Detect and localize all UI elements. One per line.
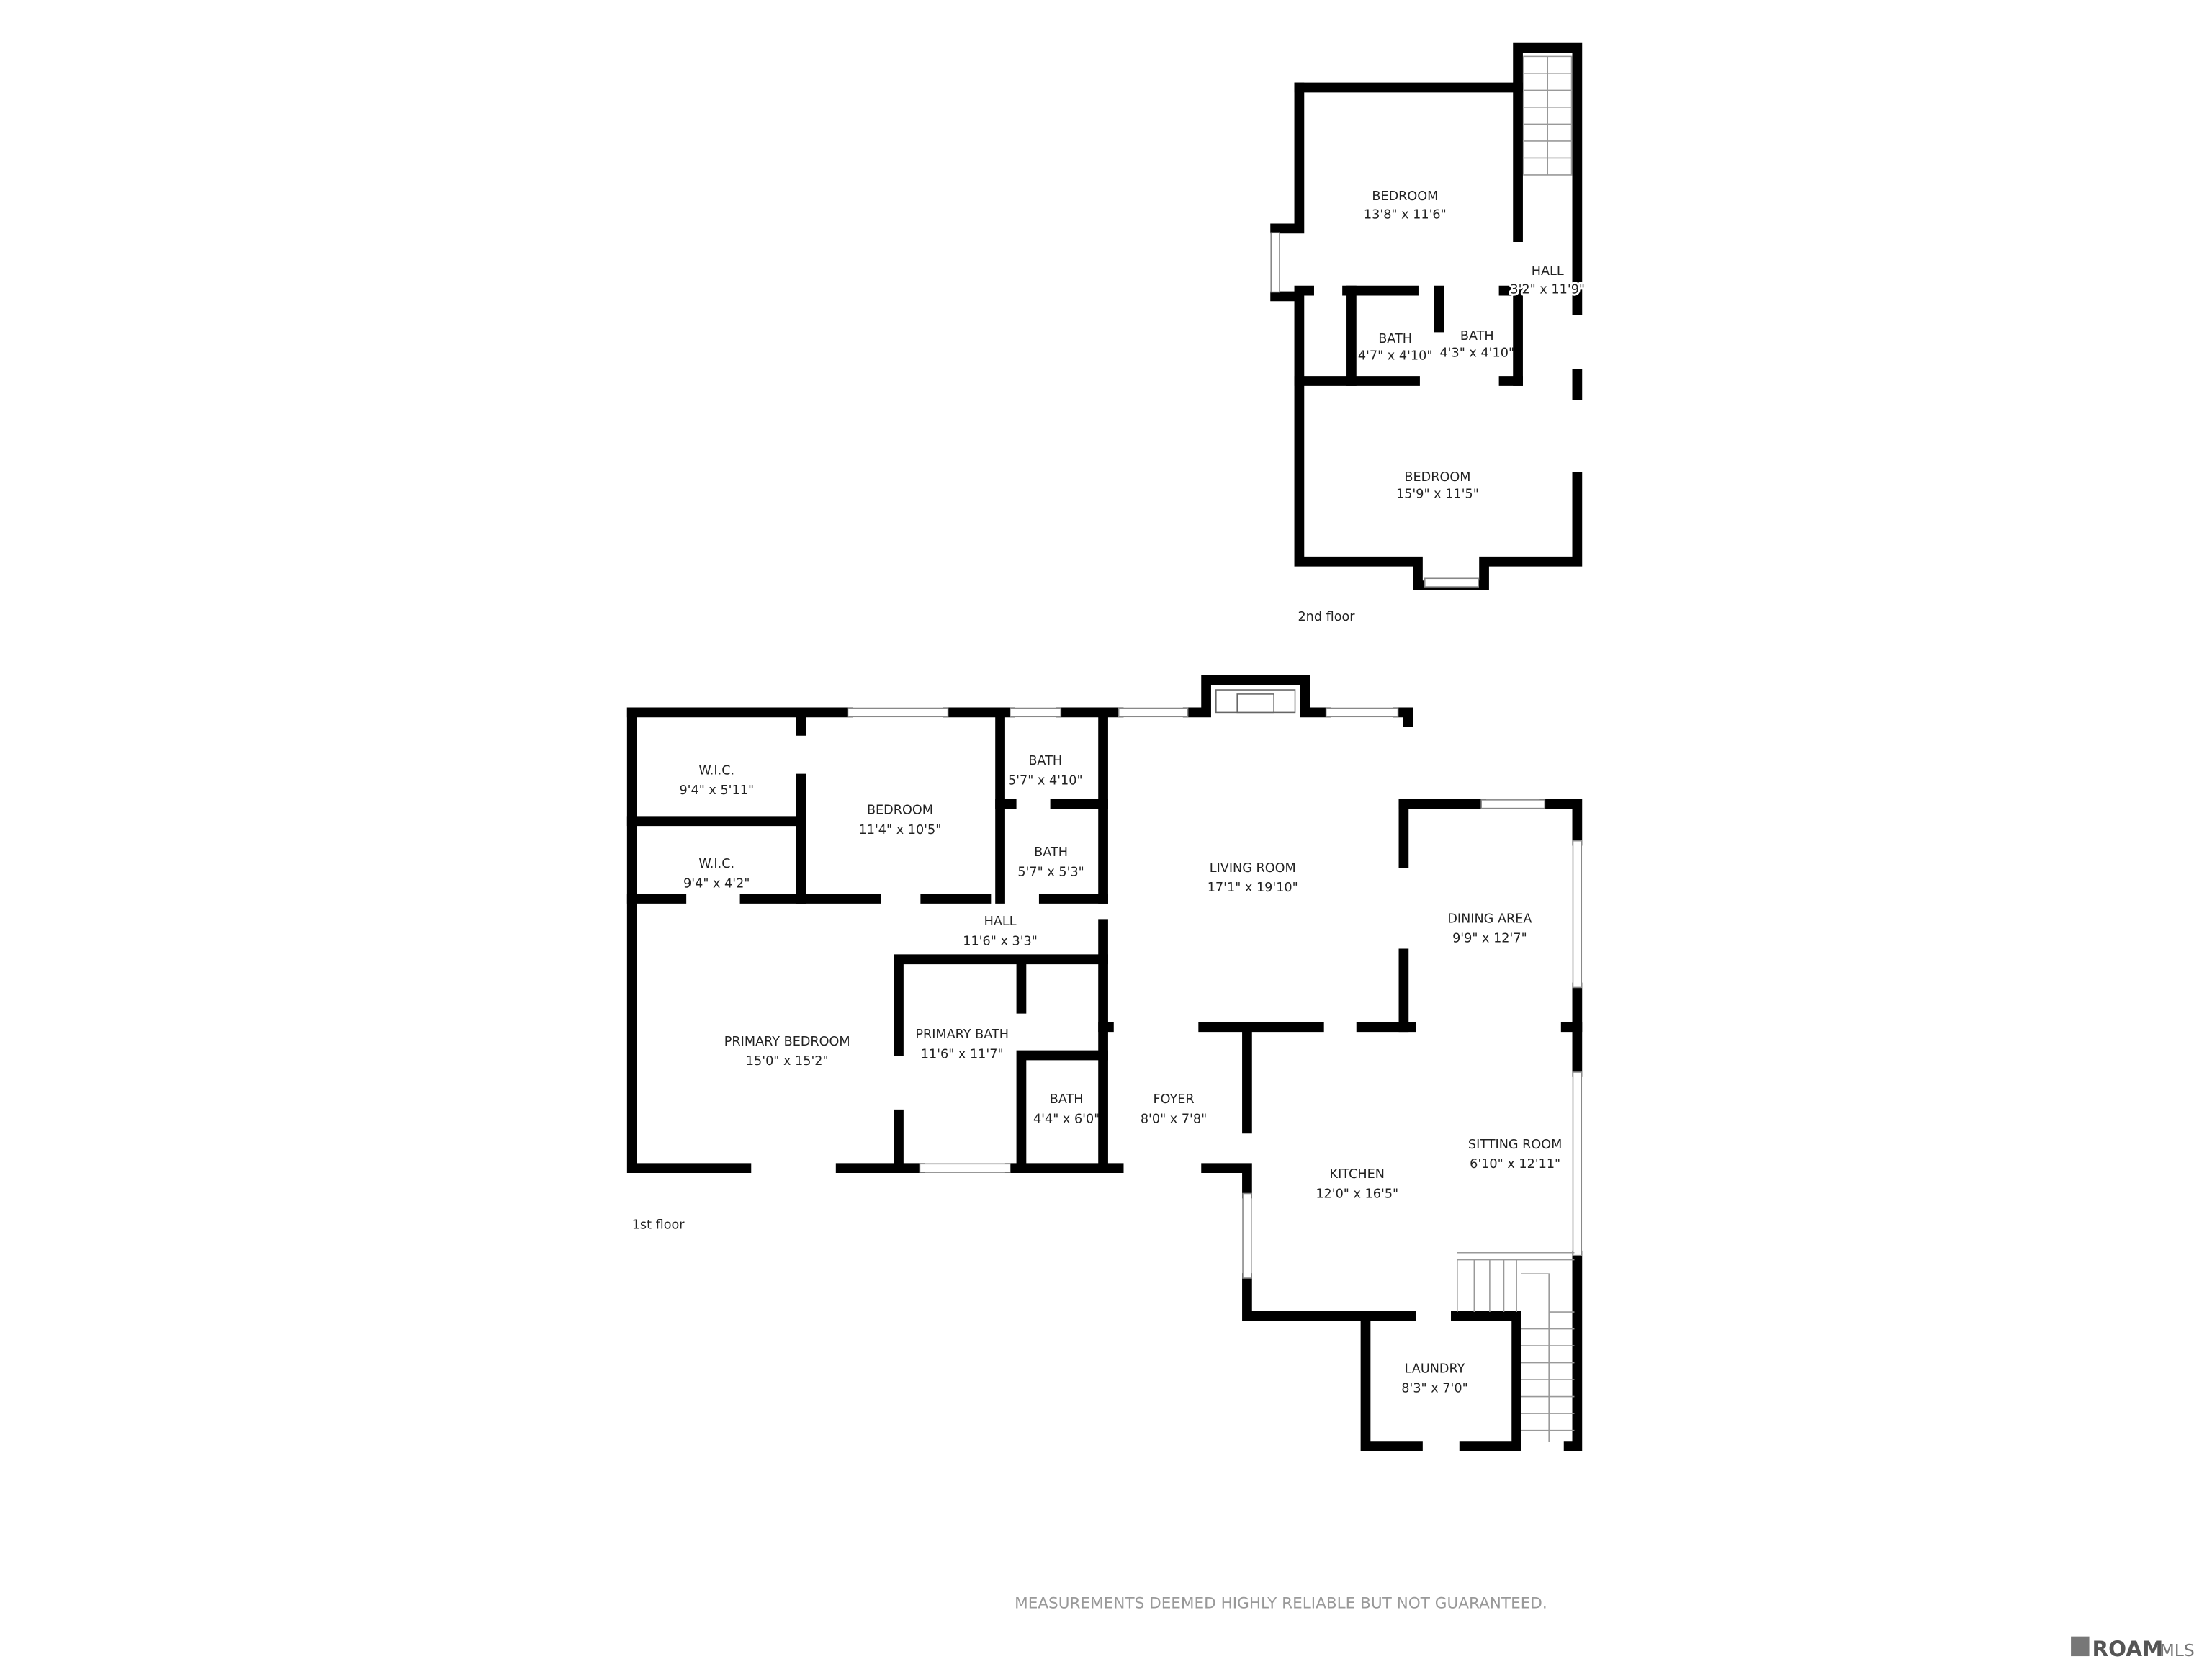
fireplace (1215, 689, 1296, 714)
room-size: 12'0" x 16'5" (1316, 1187, 1398, 1201)
room-name: BATH (1050, 1092, 1084, 1107)
logo-text: ROAM (2092, 1637, 2163, 1659)
room-size: 15'9" x 11'5" (1396, 487, 1479, 502)
room-size: 9'9" x 12'7" (1452, 932, 1527, 946)
room-name: LAUNDRY (1405, 1362, 1465, 1376)
window (1572, 840, 1583, 989)
room-name: BATH (1378, 332, 1412, 346)
room-size: 11'6" x 11'7" (921, 1047, 1004, 1061)
second-floor-plan: BEDROOM 13'8" x 11'6" HALL 3'2" x 11'9" … (1270, 42, 1587, 624)
room-name: W.I.C. (698, 764, 734, 778)
room-name: LIVING ROOM (1210, 861, 1296, 876)
window (1480, 799, 1546, 809)
room-name: BEDROOM (1372, 189, 1438, 204)
room-size: 4'4" x 6'0" (1033, 1112, 1100, 1127)
room-size: 13'8" x 11'6" (1364, 208, 1447, 222)
window (1424, 577, 1480, 588)
room-name: DINING AREA (1447, 912, 1532, 926)
first-floor-plan: W.I.C. 9'4" x 5'11" W.I.C. 9'4" x 4'2" B… (626, 675, 1583, 1452)
room-size: 3'2" x 11'9" (1510, 283, 1585, 297)
window (1118, 707, 1189, 718)
room-name: BATH (1460, 329, 1494, 343)
room-name: W.I.C. (698, 857, 734, 871)
window (1325, 707, 1399, 718)
room-size: 15'0" x 15'2" (746, 1054, 829, 1069)
room-name: PRIMARY BEDROOM (724, 1035, 850, 1049)
room-name: FOYER (1153, 1092, 1194, 1107)
logo-icon (2071, 1636, 2090, 1657)
room-name: BEDROOM (867, 803, 933, 817)
window (1572, 1071, 1583, 1256)
floor-label: 1st floor (632, 1218, 685, 1232)
room-size: 8'3" x 7'0" (1401, 1382, 1467, 1396)
window (919, 1163, 1011, 1173)
room-size: 9'4" x 5'11" (679, 783, 754, 798)
window (1242, 1192, 1252, 1279)
roam-mls-logo: ROAM MLS (2071, 1636, 2195, 1659)
room-name: SITTING ROOM (1468, 1138, 1562, 1152)
room-size: 4'3" x 4'10" (1439, 346, 1514, 361)
logo-suffix: MLS (2160, 1640, 2195, 1659)
room-size: 11'6" x 3'3" (963, 935, 1038, 949)
room-size: 8'0" x 7'8" (1141, 1112, 1207, 1127)
stairs (1457, 1251, 1575, 1442)
window (847, 707, 949, 718)
room-size: 9'4" x 4'2" (683, 876, 750, 891)
room-name: KITCHEN (1330, 1167, 1385, 1182)
room-name: HALL (1532, 264, 1564, 279)
room-name: BATH (1034, 845, 1068, 860)
stairs (1523, 55, 1573, 176)
room-name: BATH (1028, 754, 1062, 768)
room-size: 5'7" x 5'3" (1017, 866, 1084, 880)
room-size: 4'7" x 4'10" (1358, 349, 1433, 364)
floor-label: 2nd floor (1298, 610, 1355, 624)
room-size: 5'7" x 4'10" (1008, 773, 1083, 788)
disclaimer: MEASUREMENTS DEEMED HIGHLY RELIABLE BUT … (1015, 1594, 1547, 1612)
room-size: 11'4" x 10'5" (859, 823, 942, 837)
room-size: 6'10" x 12'11" (1470, 1157, 1560, 1172)
room-name: HALL (984, 914, 1017, 929)
window (1270, 232, 1280, 293)
room-size: 17'1" x 19'10" (1208, 881, 1298, 895)
room-name: PRIMARY BATH (915, 1028, 1009, 1042)
room-name: BEDROOM (1404, 470, 1470, 485)
window (1009, 707, 1062, 718)
